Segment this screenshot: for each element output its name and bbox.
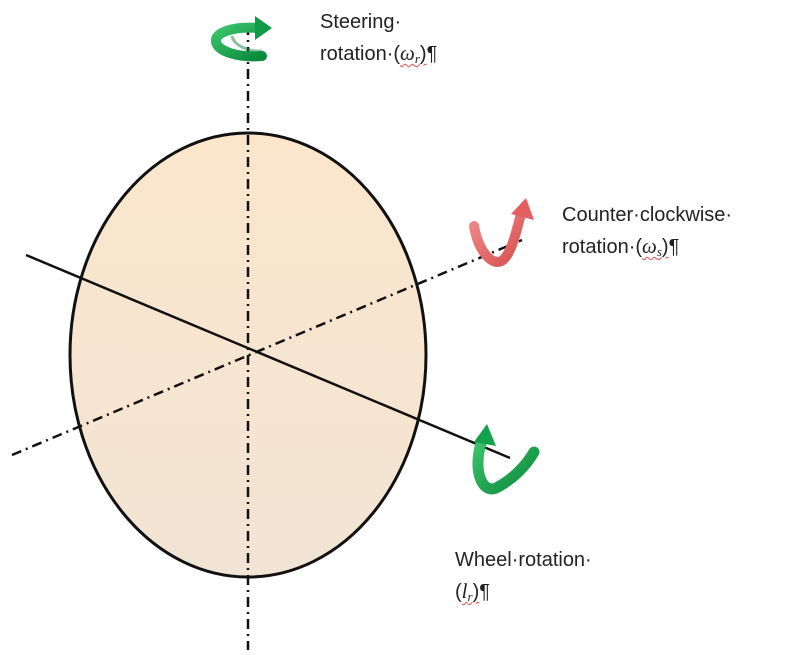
- steering-rotation-arrow-icon: [211, 16, 272, 62]
- counter-clockwise-rotation-label: Counter·clockwise· rotation·(ωs)¶: [562, 200, 732, 267]
- counter-clockwise-label-prefix: rotation·(: [562, 236, 643, 258]
- steering-symbol-subscript: r: [414, 51, 420, 66]
- wheel-label-line2: (lr)¶: [455, 576, 592, 612]
- counter-clockwise-axis: [11, 238, 523, 457]
- wheel-rotation-label: Wheel·rotation· (lr)¶: [455, 545, 592, 612]
- counter-clockwise-label-mark: ¶: [668, 236, 680, 258]
- counter-clockwise-symbol-omega: ω: [642, 234, 657, 258]
- wheel-label-prefix: (: [455, 581, 462, 603]
- counter-clockwise-label-line1: Counter·clockwise·: [562, 204, 733, 226]
- wheel-rotation-arrow-icon: [472, 424, 540, 495]
- wheel-label-line1: Wheel·rotation·: [455, 549, 592, 571]
- counter-clockwise-symbol: ωs: [642, 234, 662, 259]
- steering-symbol-omega: ω: [400, 41, 415, 65]
- wheel-axle: [25, 253, 511, 460]
- steering-rotation-label: Steering· rotation·(ωr)¶: [320, 7, 437, 74]
- counter-clockwise-label-line2: rotation·(ωs)¶: [562, 231, 732, 267]
- steering-label-line1: Steering·: [320, 11, 402, 33]
- counter-clockwise-label-close: ): [661, 236, 669, 258]
- wheel-label-mark: ¶: [479, 581, 490, 603]
- steering-label-close: ): [419, 43, 427, 65]
- steering-symbol: ωr: [400, 41, 420, 66]
- steering-label-line2: rotation·(ωr)¶: [320, 38, 437, 74]
- wheel-symbol-subscript: r: [467, 589, 473, 604]
- counter-clockwise-rotation-arrow-icon: [469, 198, 534, 267]
- counter-clockwise-symbol-subscript: s: [656, 244, 662, 259]
- wheel-symbol: lr: [461, 579, 473, 604]
- steering-label-mark: ¶: [426, 43, 438, 65]
- steering-label-prefix: rotation·(: [320, 43, 401, 65]
- wheel-label-close: ): [472, 581, 480, 603]
- wheel-symbol-l: l: [461, 579, 468, 603]
